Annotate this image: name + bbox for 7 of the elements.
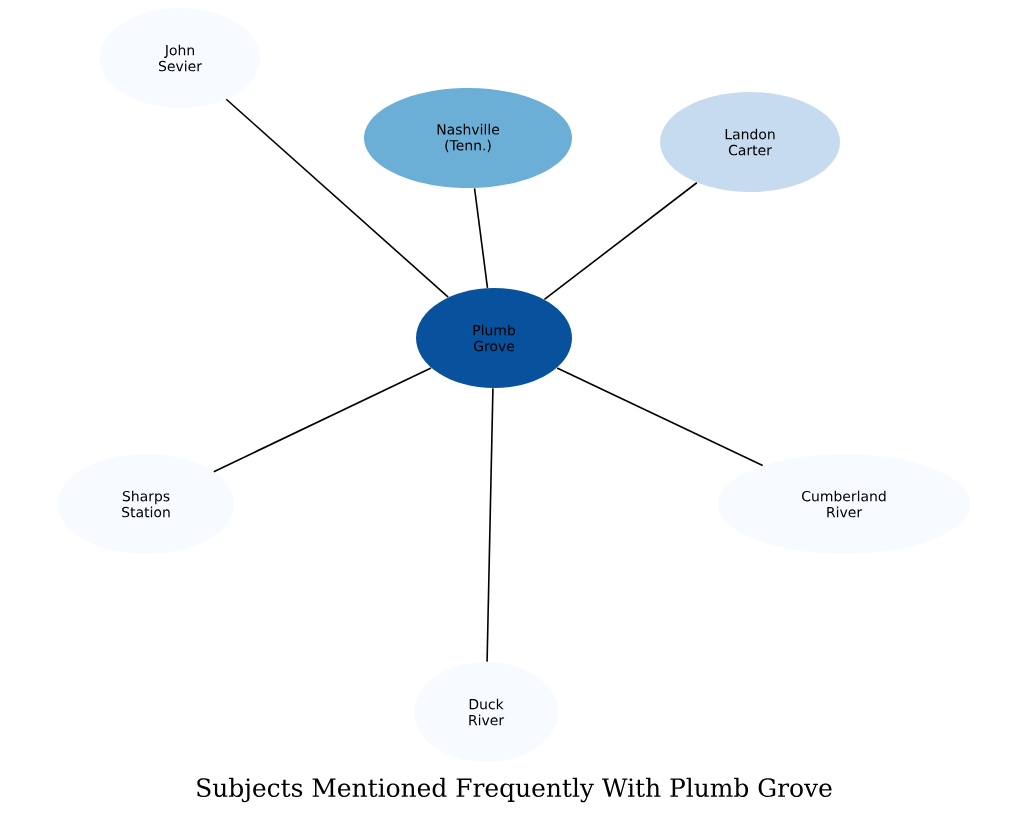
- connector-line: [556, 367, 764, 467]
- connector-line: [543, 181, 698, 301]
- diagram-title: Subjects Mentioned Frequently With Plumb Grove: [197, 777, 832, 803]
- connector-line: [213, 367, 432, 473]
- connector-line: [473, 187, 489, 289]
- connector-line: [225, 98, 449, 298]
- connector-line: [486, 387, 494, 663]
